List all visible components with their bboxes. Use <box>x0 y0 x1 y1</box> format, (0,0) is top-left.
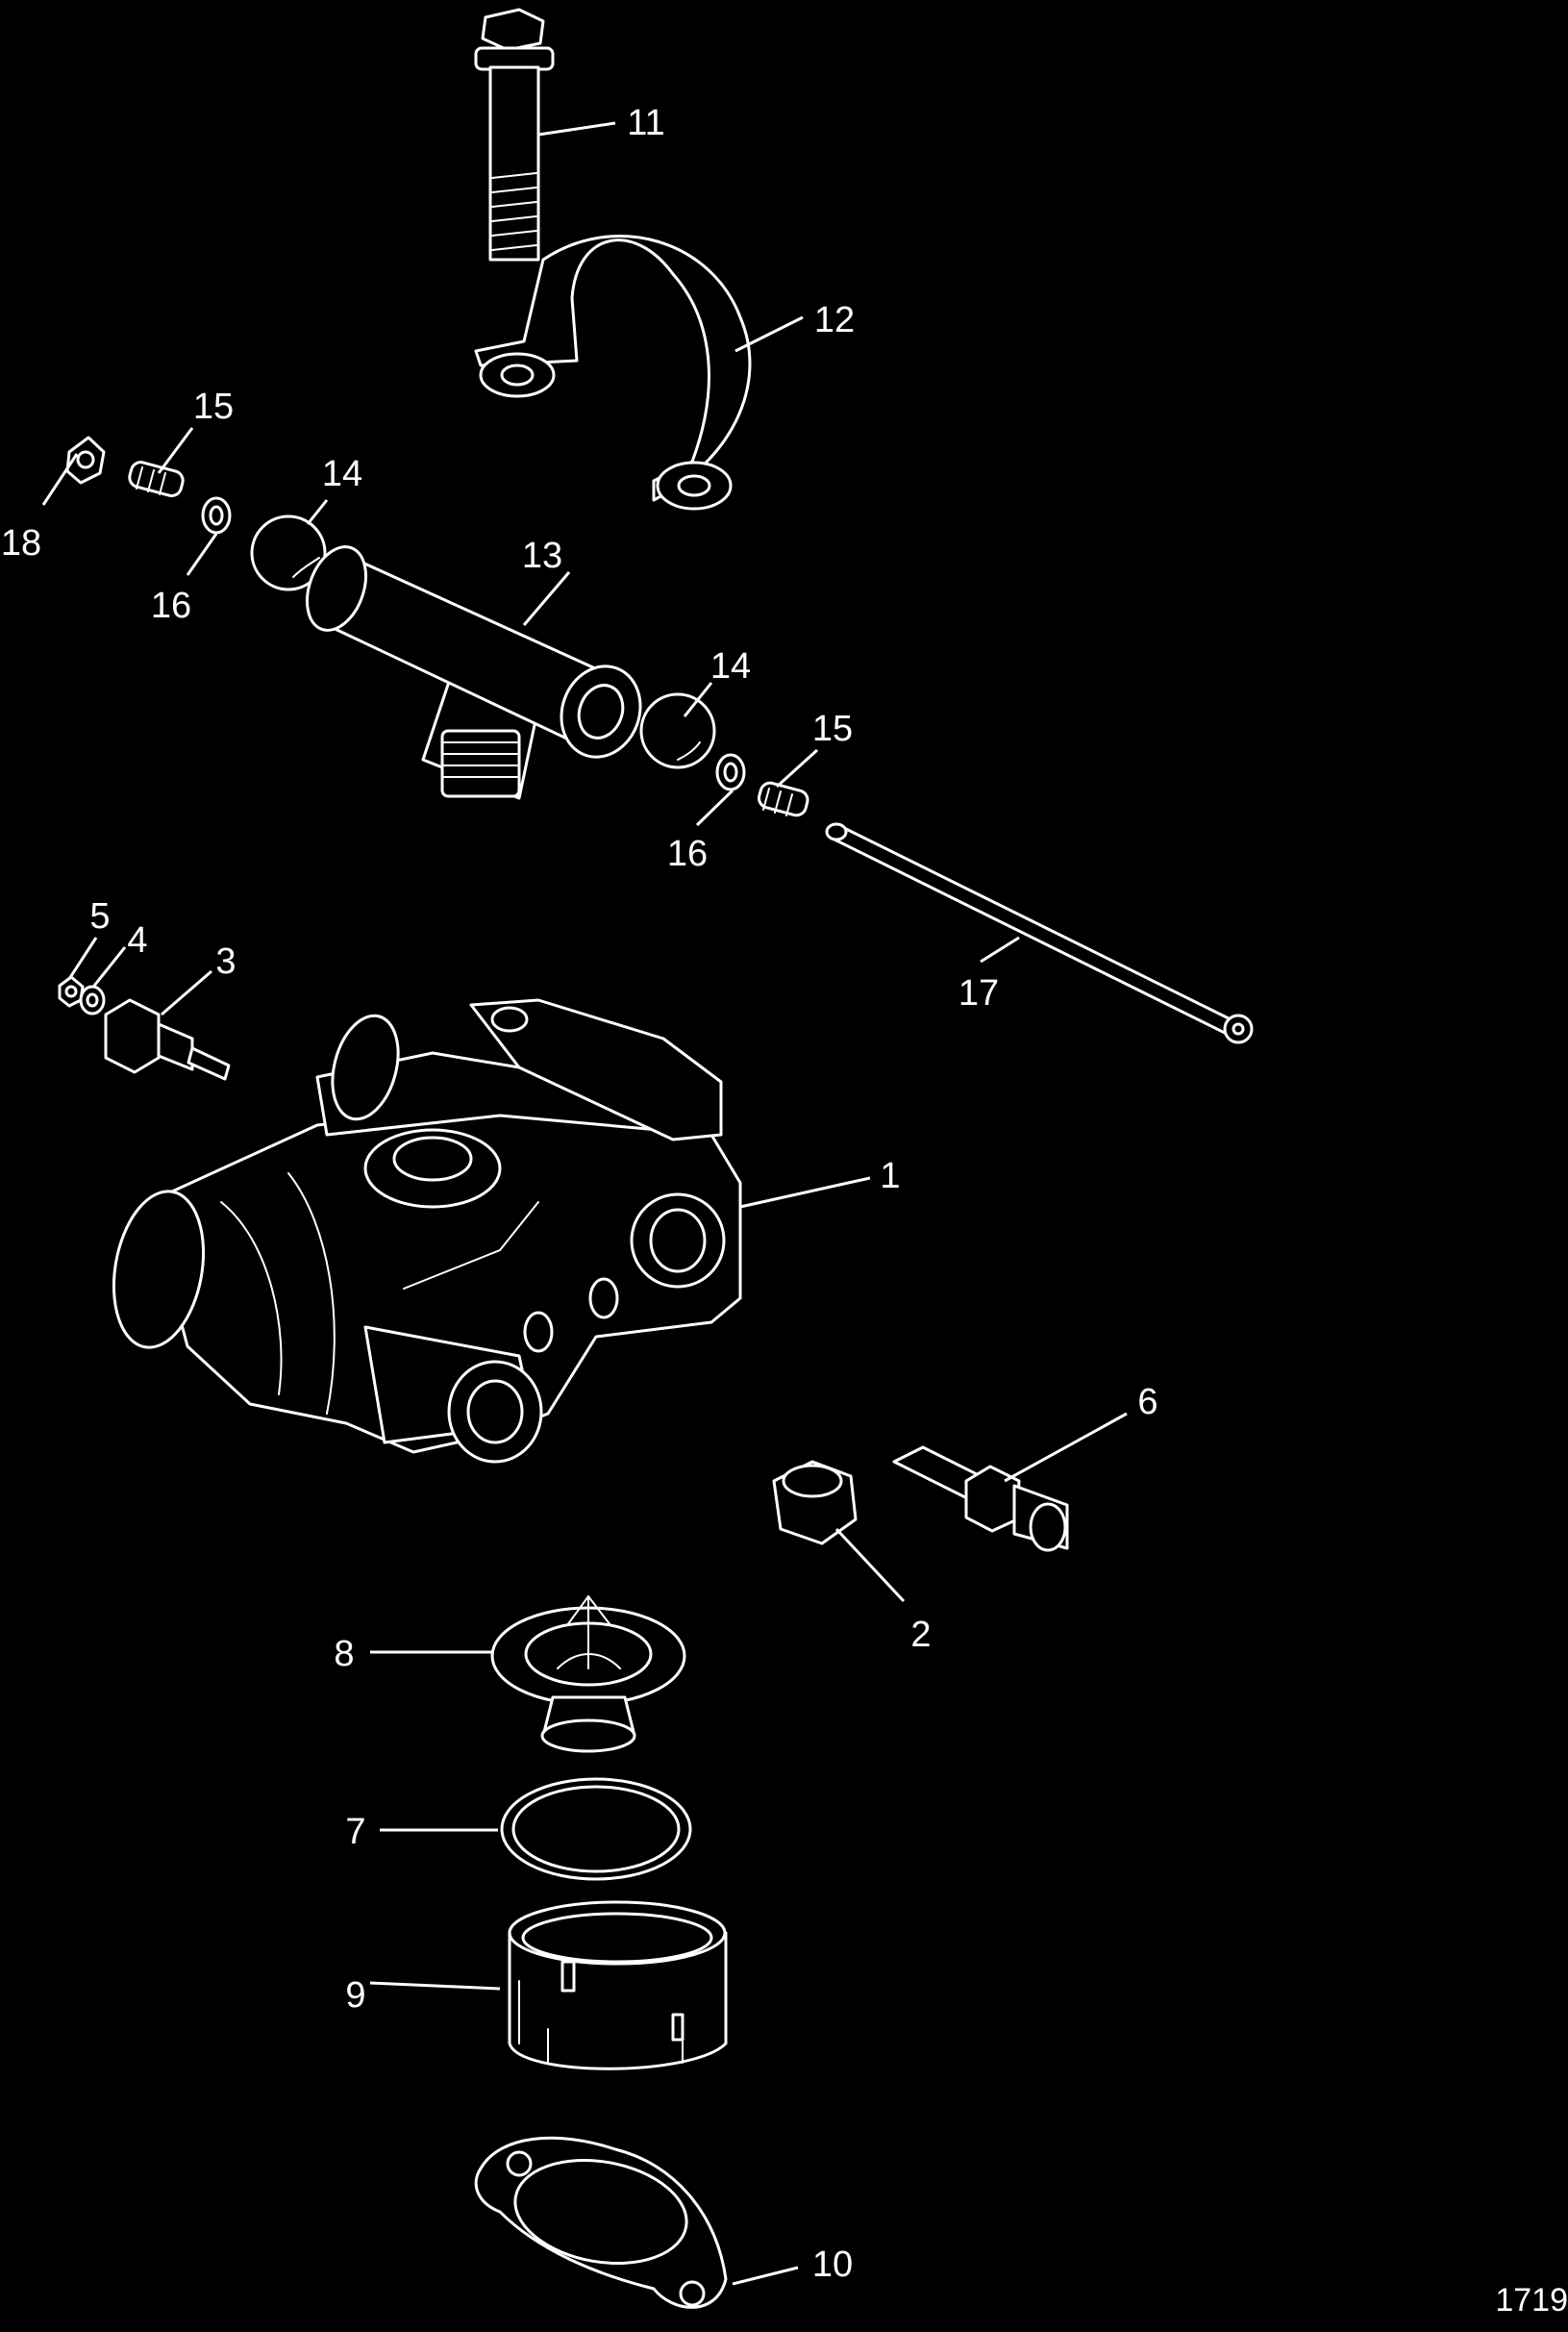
callout-7: 7 <box>345 1812 365 1852</box>
callout-6: 6 <box>1137 1382 1157 1422</box>
callout-10: 10 <box>812 2244 853 2285</box>
callout-2: 2 <box>910 1615 931 1655</box>
callout-17: 17 <box>958 973 999 1014</box>
part-14-ball-left <box>250 514 327 591</box>
part-8-thermostat <box>490 1594 686 1753</box>
callout-11: 11 <box>627 103 664 143</box>
part-15-setscrew-right <box>757 781 809 817</box>
callout-14-lower: 14 <box>710 646 751 687</box>
callout-labels: 11 12 13 14 14 15 15 16 16 17 18 5 4 3 1… <box>1 103 1158 2285</box>
part-11-bolt <box>474 8 555 262</box>
callout-16-upper: 16 <box>151 586 191 626</box>
callout-5: 5 <box>89 896 110 937</box>
part-15-setscrew-left <box>128 461 185 498</box>
callout-12: 12 <box>814 300 855 340</box>
callout-1: 1 <box>880 1156 900 1196</box>
part-3-sender <box>104 998 231 1081</box>
callout-15-lower: 15 <box>812 709 853 749</box>
part-4-washer <box>79 985 106 1016</box>
part-18-nut-left <box>65 436 106 485</box>
part-5-nut <box>58 975 85 1008</box>
part-9-sleeve <box>508 1900 728 2070</box>
callout-14-upper: 14 <box>322 454 362 494</box>
part-13-tee <box>306 545 642 800</box>
part-16-washer-left <box>201 496 232 535</box>
callout-16-lower: 16 <box>667 834 708 874</box>
part-2-plug <box>772 1460 858 1545</box>
callout-8: 8 <box>334 1634 354 1674</box>
callout-4: 4 <box>127 920 147 961</box>
callout-15-upper: 15 <box>193 387 234 427</box>
callout-3: 3 <box>215 941 236 982</box>
part-16-washer-right <box>715 753 746 791</box>
figure-reference-number: 1719 <box>1495 2282 1568 2319</box>
part-12-clamp <box>474 235 752 511</box>
part-14-ball-right <box>639 692 716 769</box>
part-17-rod <box>825 822 1254 1044</box>
part-10-gasket <box>474 2136 728 2309</box>
leader-lines <box>41 121 1128 2286</box>
callout-13: 13 <box>522 536 562 576</box>
part-6-sensor <box>892 1445 1069 1552</box>
part-7-o-ring <box>500 1777 692 1881</box>
callout-9: 9 <box>345 1975 365 2016</box>
part-1-housing <box>112 998 742 1464</box>
callout-18: 18 <box>1 523 41 564</box>
